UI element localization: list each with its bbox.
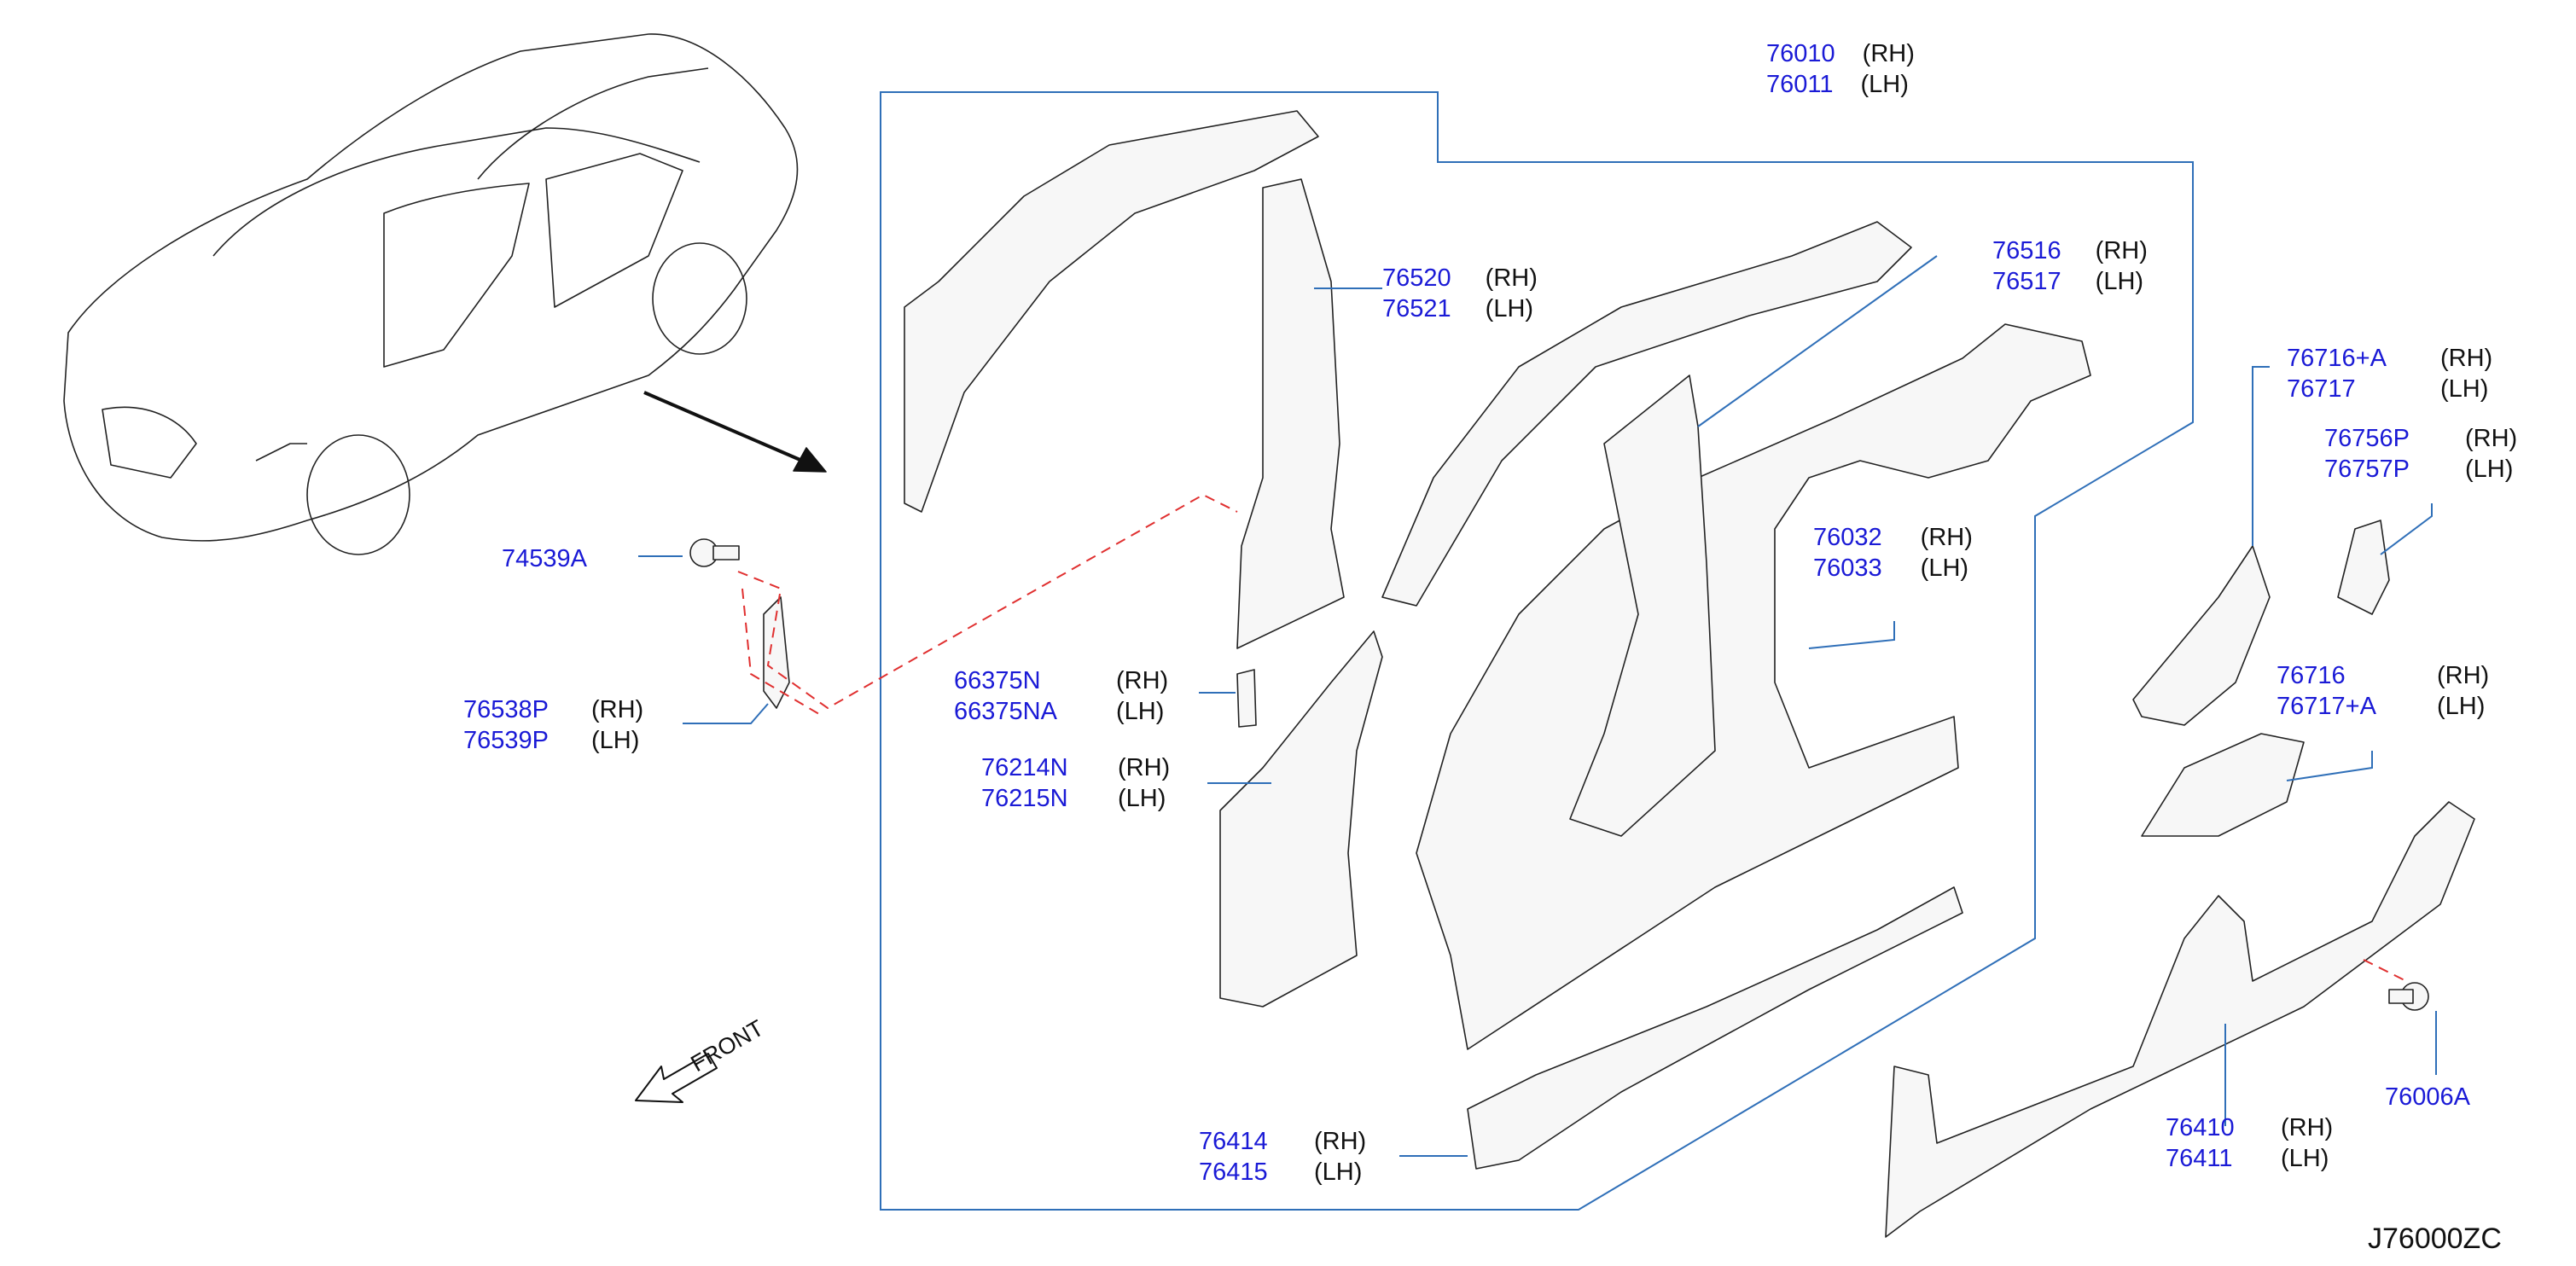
front-pillar-lower-part <box>1219 630 1383 1008</box>
leader-line <box>2252 366 2270 546</box>
callout-76214N: 76214N(RH) 76215N(LH) <box>981 754 1171 812</box>
callout-76538P: 76538P(RH) 76539P(LH) <box>463 696 644 754</box>
center-pillar-inner-part <box>1236 178 1345 649</box>
callout-76032: 76032(RH) 76033(LH) <box>1813 524 1973 582</box>
leader-line <box>1697 255 1938 427</box>
callout-76716A: 76716+A(RH) 76717(LH) <box>2287 345 2493 403</box>
bolt-icon <box>2388 982 2429 1011</box>
roof-side-rail-part <box>1381 221 1912 607</box>
callout-76414: 76414(RH) 76415(LH) <box>1199 1128 1367 1186</box>
callout-66375N: 66375N(RH) 66375NA(LH) <box>954 667 1169 725</box>
leader-line <box>2380 503 2433 555</box>
bracket-part <box>2337 520 2390 615</box>
leader-line <box>2286 751 2373 781</box>
rear-wheelhouse-part-lower <box>2141 733 2305 837</box>
mini-bracket-part <box>1236 669 1257 728</box>
roof-rail-front-part <box>904 110 1319 513</box>
callout-76410: 76410(RH) 76411(LH) <box>2166 1114 2334 1172</box>
leader-line <box>1808 621 1895 649</box>
callout-76716: 76716(RH) 76717+A(LH) <box>2277 662 2490 720</box>
leader-line <box>683 703 769 724</box>
diagram-id: J76000ZC <box>2368 1222 2502 1255</box>
dashed-leader <box>741 588 824 717</box>
callout-76520: 76520(RH) 76521(LH) <box>1382 264 1538 322</box>
car-illustration <box>63 33 799 555</box>
small-bracket-part <box>763 596 790 709</box>
callout-74539A: 74539A <box>502 545 587 572</box>
sill-outer-part <box>1885 801 2475 1238</box>
sill-inner-part <box>1467 886 1963 1170</box>
front-arrow-icon <box>635 1053 718 1103</box>
callout-76516: 76516(RH) 76517(LH) <box>1992 237 2148 295</box>
dashed-leader <box>2363 959 2407 982</box>
center-pillar-reinforce-part <box>1569 375 1716 837</box>
bolt-icon <box>689 538 740 567</box>
rear-wheelhouse-part-upper <box>2132 545 2271 726</box>
dashed-leader <box>737 493 1238 710</box>
callout-76010: 76010(RH) 76011(LH) <box>1766 40 1915 98</box>
callout-76756P: 76756P(RH) 76757P(LH) <box>2324 425 2518 483</box>
direction-arrow <box>643 391 827 473</box>
callout-76006A: 76006A <box>2385 1083 2470 1111</box>
assembly-bracket <box>880 91 2194 1211</box>
